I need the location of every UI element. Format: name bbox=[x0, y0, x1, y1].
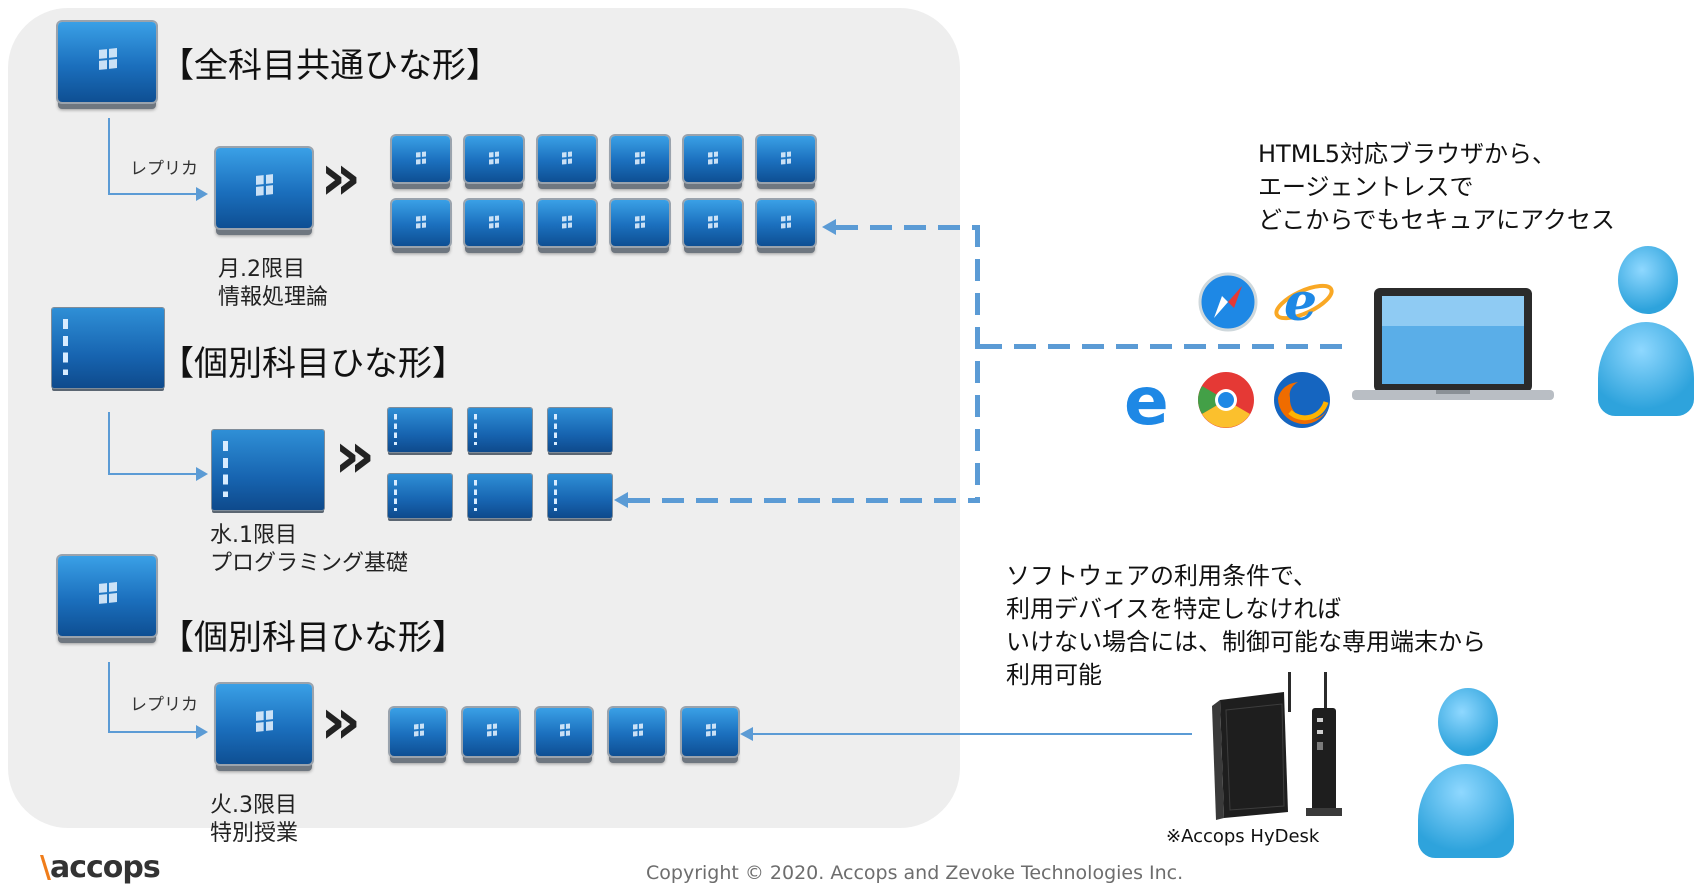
chevron-icon: » bbox=[320, 141, 362, 215]
device-note: ソフトウェアの利用条件で、利用デバイスを特定しなければいけない場合には、制御可能… bbox=[1006, 562, 1486, 689]
vm-clone-icon bbox=[465, 136, 523, 182]
connector-line bbox=[108, 412, 110, 474]
vm-clone-icon bbox=[611, 200, 669, 246]
vm-clone-icon bbox=[390, 708, 446, 756]
vm-clone-icon bbox=[468, 474, 532, 518]
vm-clone-icon bbox=[465, 200, 523, 246]
arrow-head-icon bbox=[822, 219, 836, 235]
safari-icon bbox=[1198, 272, 1258, 332]
chevron-icon: » bbox=[320, 685, 362, 759]
windows-vm-icon bbox=[58, 22, 156, 102]
vm-clone-icon bbox=[392, 136, 450, 182]
svg-text:e: e bbox=[1124, 368, 1169, 430]
connector-line bbox=[108, 731, 200, 733]
windows-vm-icon bbox=[216, 684, 312, 764]
accops-logo: \accops bbox=[40, 850, 161, 885]
chevron-icon: » bbox=[334, 419, 376, 493]
connector-line bbox=[108, 662, 110, 732]
vm-clone-icon bbox=[536, 708, 592, 756]
session-label: 月.2限目情報処理論 bbox=[218, 257, 329, 310]
windows-vm-icon bbox=[52, 308, 164, 388]
dashed-connector bbox=[975, 225, 980, 503]
vm-clone-icon bbox=[538, 200, 596, 246]
device-caption: ※Accops HyDesk bbox=[1166, 826, 1320, 847]
arrow-head-icon bbox=[196, 725, 208, 739]
laptop-icon bbox=[1352, 288, 1554, 400]
arrow-head-icon bbox=[740, 727, 753, 741]
dashed-connector bbox=[980, 344, 1342, 349]
vm-clone-icon bbox=[392, 200, 450, 246]
session-label: 火.3限目特別授業 bbox=[210, 793, 299, 846]
windows-vm-icon bbox=[216, 148, 312, 228]
brand-text: accops bbox=[49, 850, 161, 885]
vm-clone-icon bbox=[388, 408, 452, 452]
firefox-icon bbox=[1274, 372, 1330, 428]
connector-line bbox=[752, 733, 1192, 735]
dashed-connector bbox=[628, 498, 978, 503]
vm-clone-icon bbox=[388, 474, 452, 518]
vm-clone-icon bbox=[611, 136, 669, 182]
user-icon bbox=[1598, 246, 1694, 418]
vm-clone-icon bbox=[684, 200, 742, 246]
group-3-title: 【個別科目ひな形】 bbox=[160, 618, 466, 658]
vm-clone-icon bbox=[538, 136, 596, 182]
connector-line bbox=[108, 118, 110, 194]
vm-clone-icon bbox=[463, 708, 519, 756]
group-2-title: 【個別科目ひな形】 bbox=[160, 344, 466, 384]
vm-clone-icon bbox=[609, 708, 665, 756]
vm-clone-icon bbox=[468, 408, 532, 452]
arrow-head-icon bbox=[614, 492, 628, 508]
copyright: Copyright © 2020. Accops and Zevoke Tech… bbox=[646, 862, 1184, 884]
vm-clone-icon bbox=[757, 200, 815, 246]
thin-client-icon bbox=[1212, 672, 1342, 820]
replica-label: レプリカ bbox=[130, 159, 198, 179]
windows-vm-icon bbox=[212, 430, 324, 510]
arrow-head-icon bbox=[196, 467, 208, 481]
dashed-connector bbox=[836, 225, 980, 230]
replica-label: レプリカ bbox=[130, 695, 198, 715]
chrome-icon bbox=[1198, 372, 1254, 428]
connector-line bbox=[108, 193, 200, 195]
session-label: 水.1限目プログラミング基礎 bbox=[210, 523, 409, 576]
arrow-head-icon bbox=[196, 187, 208, 201]
group-1-title: 【全科目共通ひな形】 bbox=[160, 46, 500, 86]
vm-clone-icon bbox=[682, 708, 738, 756]
windows-vm-icon bbox=[58, 556, 156, 636]
svg-text:e: e bbox=[1284, 272, 1317, 333]
browser-access-note: HTML5対応ブラウザから、エージェントレスでどこからでもセキュアにアクセス bbox=[1258, 140, 1615, 234]
ie-icon: e bbox=[1274, 272, 1334, 333]
edge-icon: e bbox=[1124, 368, 1169, 430]
vm-clone-icon bbox=[757, 136, 815, 182]
vm-clone-icon bbox=[548, 474, 612, 518]
vm-clone-icon bbox=[684, 136, 742, 182]
user-icon bbox=[1418, 688, 1514, 860]
connector-line bbox=[108, 473, 200, 475]
vm-clone-icon bbox=[548, 408, 612, 452]
